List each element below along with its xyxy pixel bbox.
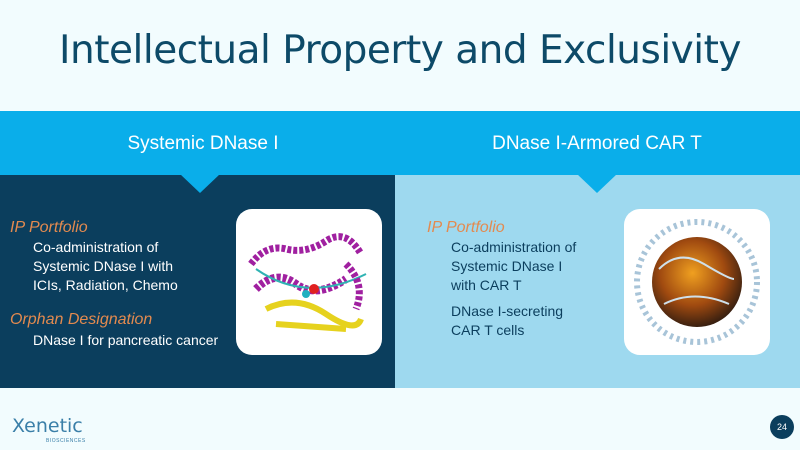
section-text: DNase I for pancreatic cancer <box>33 332 219 348</box>
text-line: DNase I-secreting <box>451 303 564 319</box>
text-line: with CAR T <box>451 277 522 293</box>
text-line: CAR T cells <box>451 322 525 338</box>
text-line: ICIs, Radiation, Chemo <box>33 277 178 293</box>
page-number: 24 <box>770 415 794 439</box>
pointer-arrow <box>180 174 220 193</box>
column-header-systemic-dnase: Systemic DNase I <box>127 133 279 154</box>
text-line: Systemic DNase I <box>451 258 563 274</box>
section-heading: Orphan Designation <box>10 311 153 328</box>
pointer-arrow <box>577 174 617 193</box>
section-text: Co-administration of Systemic DNase I wi… <box>451 238 576 340</box>
slide-title: Intellectual Property and Exclusivity <box>59 28 741 73</box>
xenetic-logo: Xenetic <box>12 415 83 437</box>
header-band <box>0 111 800 175</box>
text-line: Co-administration of <box>33 239 159 255</box>
section-heading: IP Portfolio <box>427 219 505 236</box>
text-line: Systemic DNase I with <box>33 258 174 274</box>
car-t-cell-image <box>624 209 770 355</box>
logo-subtitle: BIOSCIENCES <box>46 438 86 444</box>
protein-structure-image <box>236 209 382 355</box>
section-heading: IP Portfolio <box>10 219 88 236</box>
column-header-car-t: DNase I-Armored CAR T <box>492 133 702 154</box>
text-line: Co-administration of <box>451 239 577 255</box>
section-text: Co-administration of Systemic DNase I wi… <box>33 238 178 295</box>
